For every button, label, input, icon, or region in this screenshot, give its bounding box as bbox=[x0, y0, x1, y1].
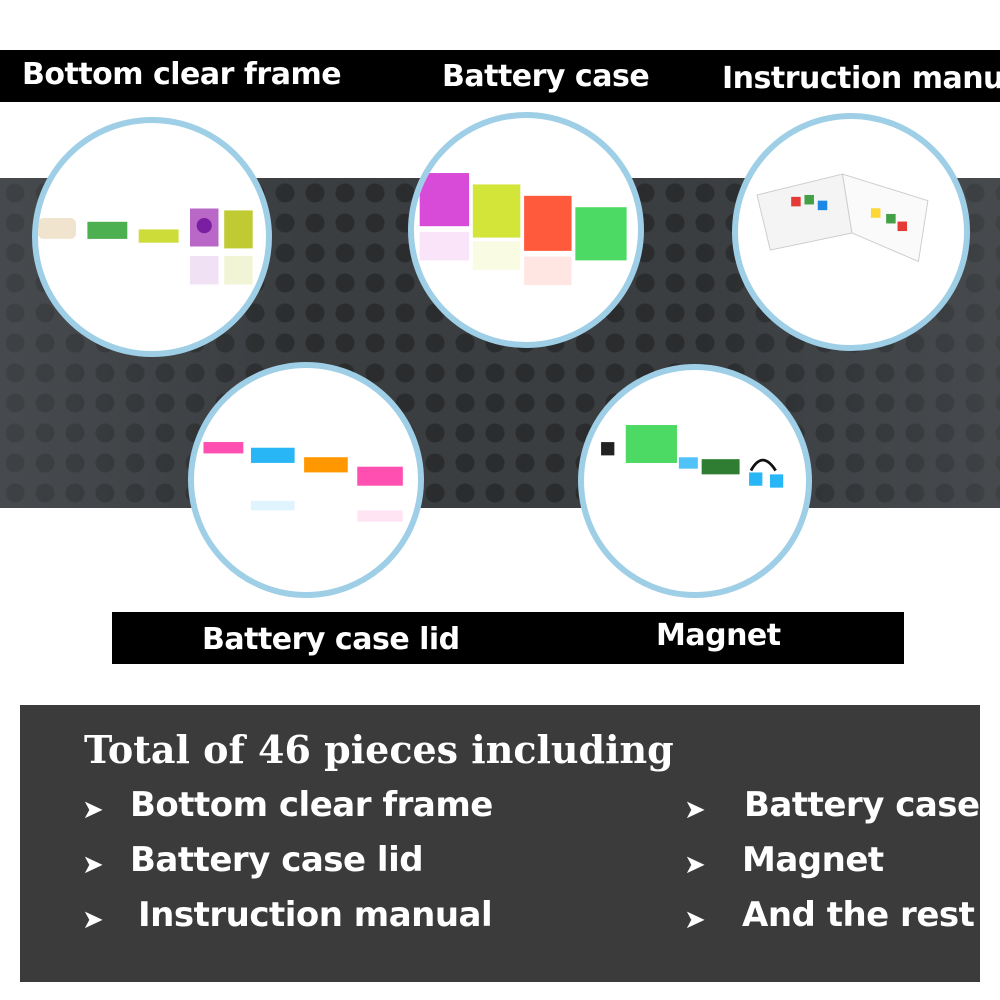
summary-title: Total of 46 pieces including bbox=[84, 727, 674, 772]
summary-item-right: And the rest bbox=[742, 895, 975, 935]
label-magnet: Magnet bbox=[656, 618, 781, 653]
summary-item-left: Bottom clear frame bbox=[130, 785, 493, 825]
summary-item-left: Instruction manual bbox=[138, 895, 493, 935]
summary-panel: Total of 46 pieces including ➤ Bottom cl… bbox=[20, 705, 980, 982]
instruction-manual-image bbox=[732, 113, 970, 351]
battery-case-image bbox=[408, 112, 644, 348]
bottom-label-bar: Battery case lid Magnet bbox=[112, 612, 904, 664]
label-battery-case: Battery case bbox=[442, 59, 650, 94]
bullet-arrow-icon: ➤ bbox=[684, 850, 706, 880]
label-battery-case-lid: Battery case lid bbox=[202, 622, 460, 657]
bullet-arrow-icon: ➤ bbox=[82, 795, 104, 825]
bullet-arrow-icon: ➤ bbox=[684, 795, 706, 825]
summary-item-right: Battery case bbox=[744, 785, 980, 825]
battery-case-lid-image bbox=[188, 362, 424, 598]
bullet-arrow-icon: ➤ bbox=[82, 850, 104, 880]
summary-item-right: Magnet bbox=[742, 840, 884, 880]
bullet-arrow-icon: ➤ bbox=[684, 905, 706, 935]
summary-item-left: Battery case lid bbox=[130, 840, 424, 880]
bullet-arrow-icon: ➤ bbox=[82, 905, 104, 935]
top-label-bar: Bottom clear frame Battery case Instruct… bbox=[0, 50, 1000, 102]
label-bottom-clear-frame: Bottom clear frame bbox=[22, 57, 342, 92]
label-instruction-manual: Instruction manual bbox=[722, 61, 1000, 96]
bottom-clear-frame-image bbox=[32, 117, 272, 357]
magnet-image bbox=[578, 364, 812, 598]
